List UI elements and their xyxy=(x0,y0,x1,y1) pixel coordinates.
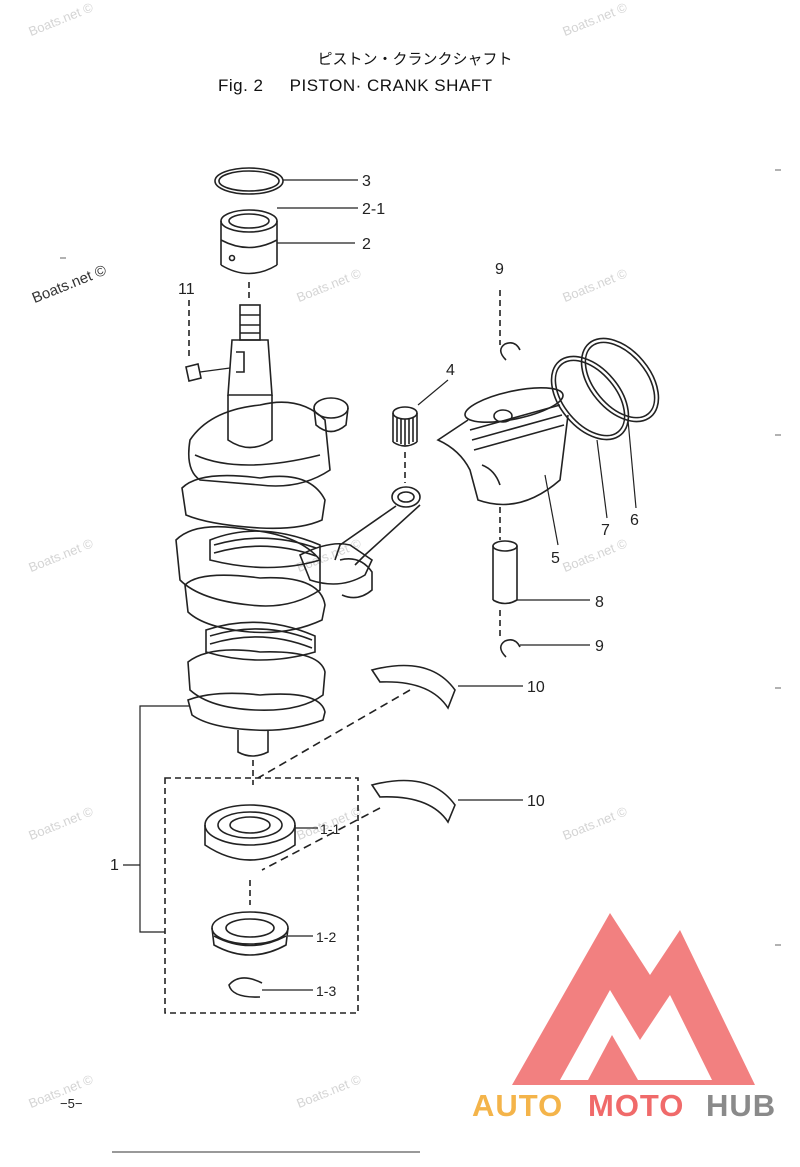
callout-label: 2-1 xyxy=(362,201,385,218)
logo-text-hub: HUB xyxy=(706,1088,776,1123)
part-1-group-box xyxy=(164,777,359,1014)
callout-label: 1-1 xyxy=(320,821,340,837)
part-10-thrust-washer xyxy=(370,664,456,710)
part-3-ring xyxy=(214,167,284,195)
callout-label: 10 xyxy=(527,793,545,810)
callout-label: 3 xyxy=(362,173,371,190)
callout-label: 9 xyxy=(495,261,504,278)
logo-text-moto: MOTO xyxy=(588,1088,684,1123)
part-2-bearing-housing xyxy=(220,209,278,275)
callout-label: 8 xyxy=(595,594,604,611)
part-6-7-piston-rings xyxy=(550,337,660,441)
automotohub-logo: AUTO MOTO HUB xyxy=(472,913,776,1123)
callout-label: 6 xyxy=(630,512,639,529)
callout-label: 9 xyxy=(595,638,604,655)
page-number: −5− xyxy=(60,1096,83,1111)
callout-label: 4 xyxy=(446,362,455,379)
part-9-circlip xyxy=(499,639,521,658)
part-4-needle-bearing xyxy=(392,406,418,447)
part-11-key xyxy=(185,363,202,382)
callout-label: 5 xyxy=(551,550,560,567)
callout-label: 11 xyxy=(178,281,195,298)
callout-label: 2 xyxy=(362,236,371,253)
part-5-piston xyxy=(436,387,569,506)
figure-number: Fig. 2 xyxy=(218,76,264,95)
callout-label: 10 xyxy=(527,679,545,696)
callout-label: 7 xyxy=(601,522,610,539)
callout-label: 1-3 xyxy=(316,983,336,999)
callout-label: 1 xyxy=(110,857,119,874)
part-8-piston-pin xyxy=(492,540,518,605)
callout-labels: 3 2-1 2 11 9 4 7 6 5 8 9 10 10 1 1-1 1-2… xyxy=(110,173,639,999)
part-1-2-oil-seal xyxy=(211,911,289,956)
logo-text-auto: AUTO xyxy=(472,1088,563,1123)
part-1-3-snap-ring xyxy=(228,977,263,998)
part-10-thrust-washer xyxy=(370,779,456,824)
callout-label: 1-2 xyxy=(316,929,336,945)
connecting-rod xyxy=(298,486,421,585)
title-japanese: ピストン・クランクシャフト xyxy=(317,50,513,68)
part-9-circlip xyxy=(499,342,521,361)
crankshaft xyxy=(175,304,373,757)
title-english: Fig. 2 PISTON· CRANK SHAFT xyxy=(218,76,492,96)
figure-title: PISTON· CRANK SHAFT xyxy=(289,76,493,95)
part-1-1-main-bearing xyxy=(204,804,296,861)
